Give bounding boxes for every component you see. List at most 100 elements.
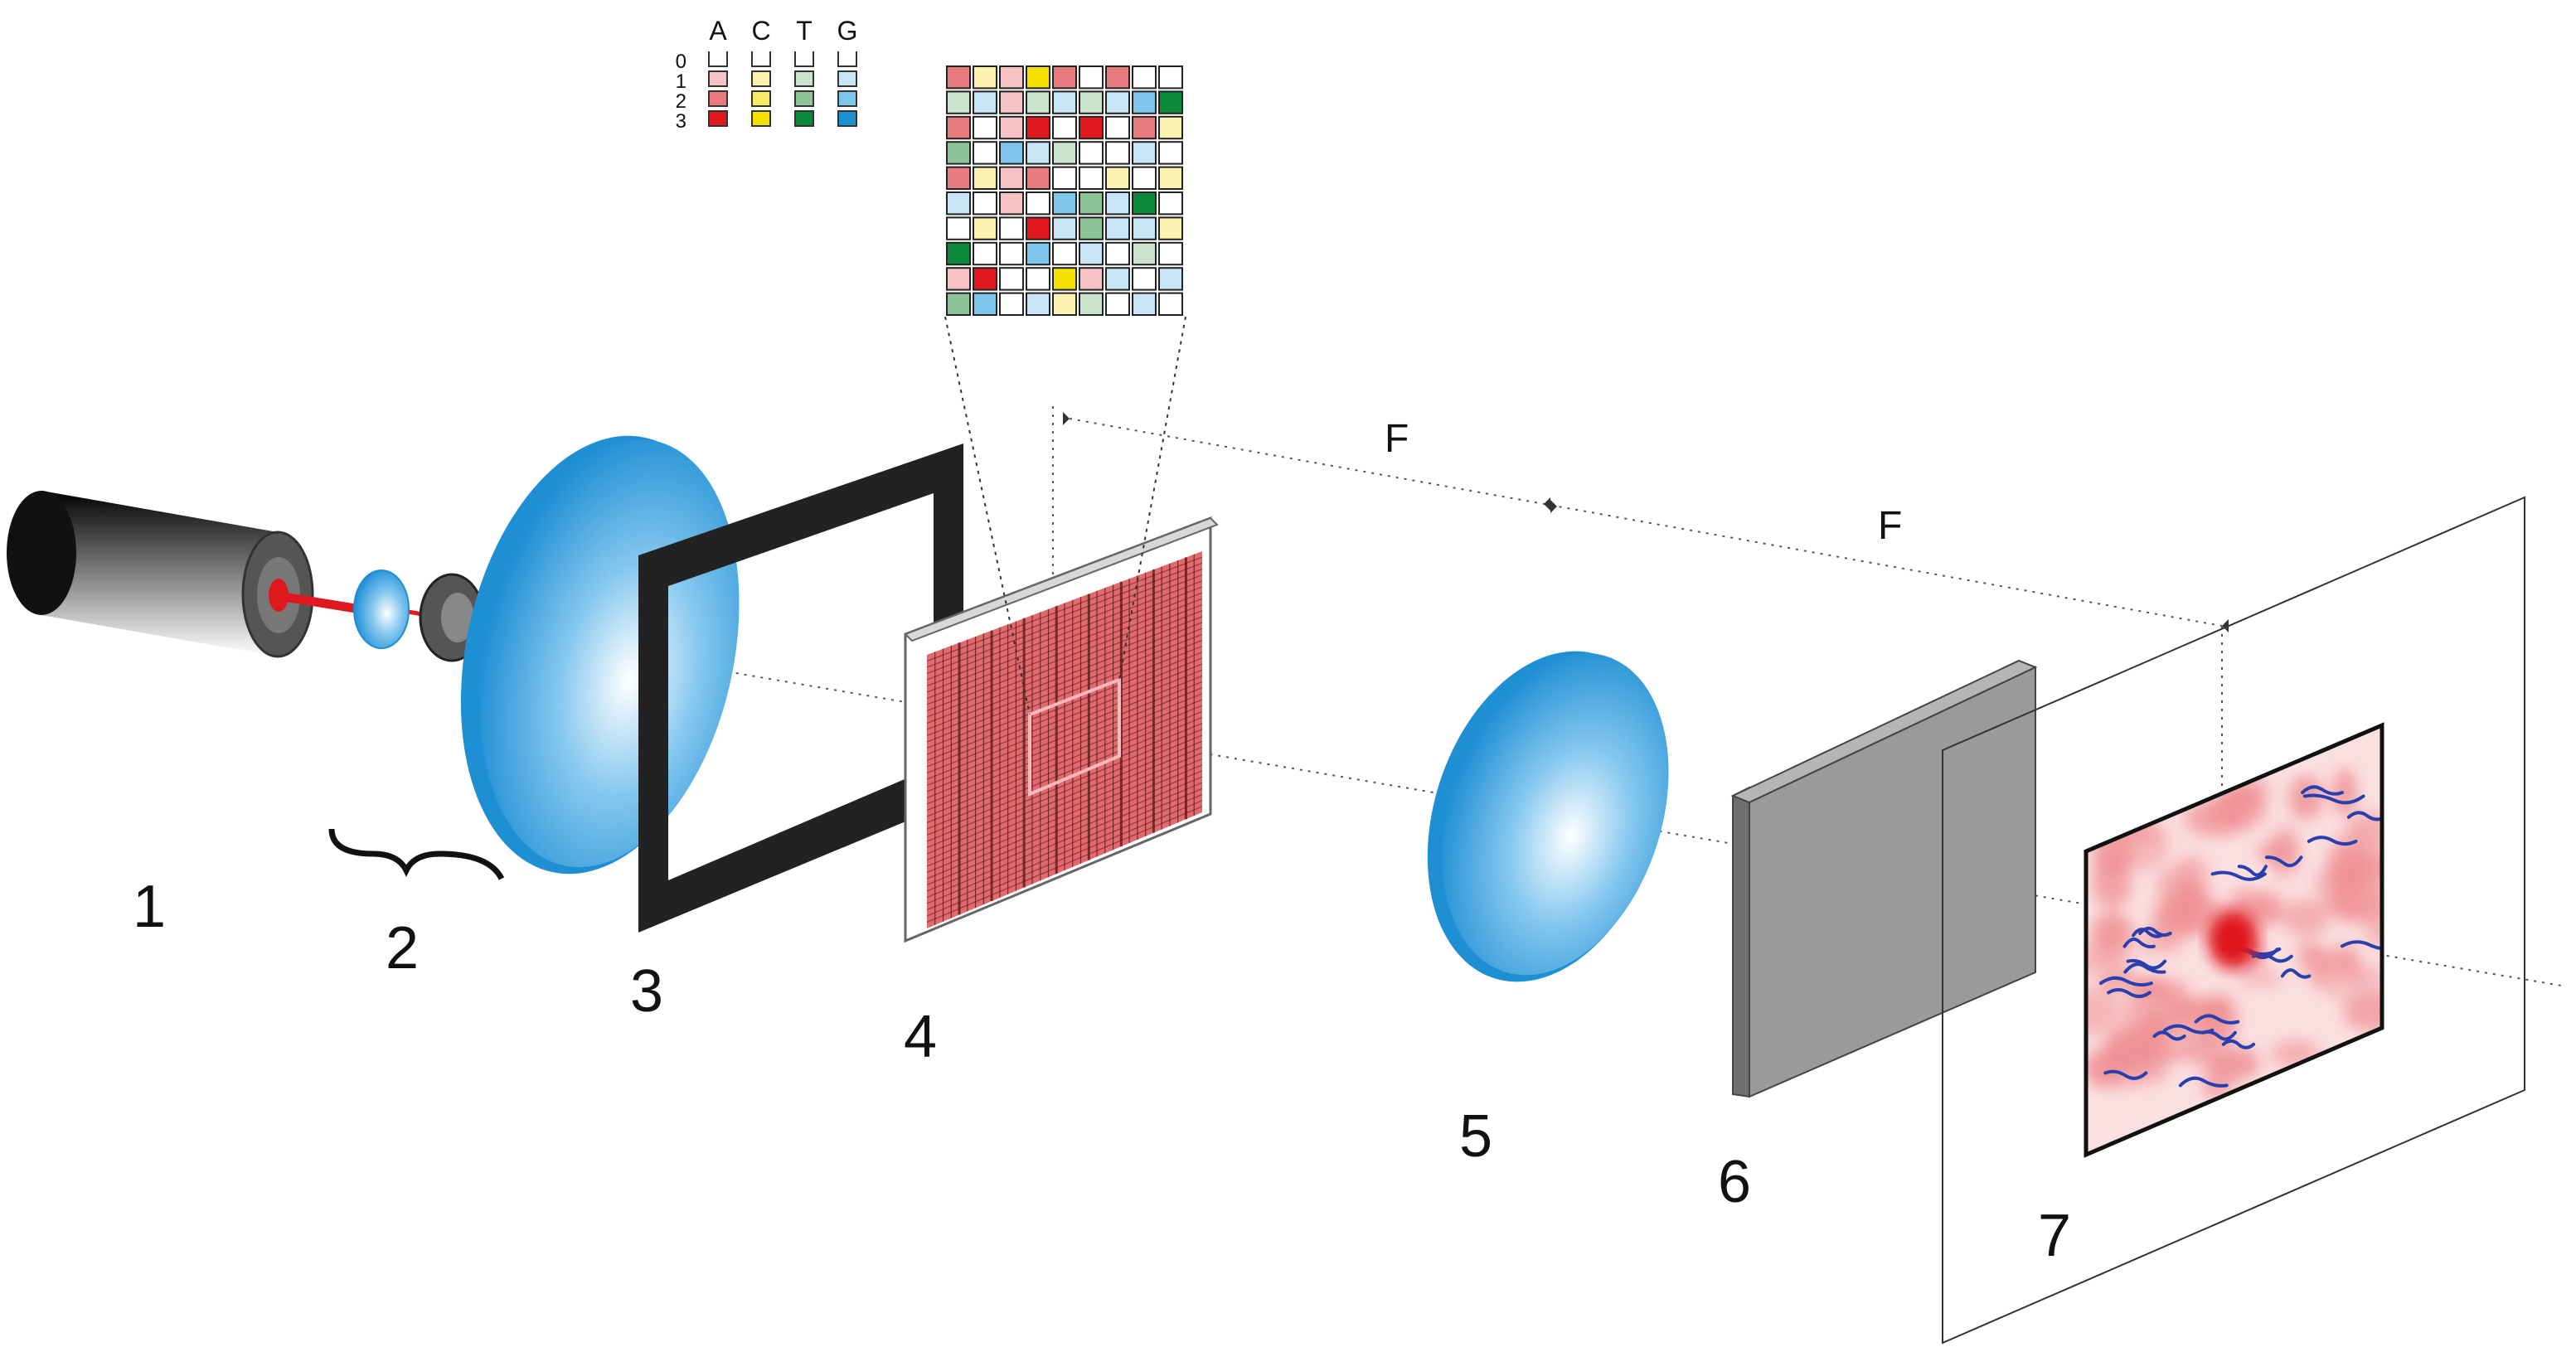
pixel-cell bbox=[1132, 292, 1157, 317]
pixel-cell bbox=[1052, 166, 1077, 191]
pixel-cell bbox=[1105, 65, 1130, 90]
pixel-cell bbox=[973, 241, 997, 266]
legend-swatch bbox=[751, 70, 771, 87]
focal-length-label-2: F bbox=[1878, 504, 1902, 548]
pixel-grid-inset bbox=[946, 65, 1183, 317]
pixel-cell bbox=[999, 115, 1024, 140]
pixel-cell bbox=[973, 191, 997, 216]
legend-swatch bbox=[837, 110, 857, 127]
pixel-cell bbox=[1026, 90, 1050, 114]
output-plane bbox=[1942, 496, 2525, 1345]
pixel-cell bbox=[1158, 292, 1183, 317]
pixel-cell bbox=[1079, 241, 1104, 266]
pixel-cell bbox=[1079, 141, 1104, 165]
output-pattern bbox=[2084, 722, 2384, 1158]
pixel-cell bbox=[1079, 216, 1104, 240]
legend-swatch bbox=[751, 110, 771, 127]
pixel-cell bbox=[946, 141, 971, 165]
pixel-cell bbox=[1132, 141, 1157, 165]
pixel-cell bbox=[1105, 292, 1130, 317]
pixel-cell bbox=[1158, 191, 1183, 216]
pixel-cell bbox=[1105, 90, 1130, 114]
pixel-cell bbox=[1052, 292, 1077, 317]
pixel-cell bbox=[1105, 241, 1130, 266]
label-beam-expander: 2 bbox=[386, 915, 419, 981]
legend-swatch bbox=[708, 70, 728, 87]
laser-source bbox=[7, 491, 314, 658]
pixel-cell bbox=[946, 115, 971, 140]
pixel-cell bbox=[999, 191, 1024, 216]
pixel-cell bbox=[946, 292, 971, 317]
pixel-cell bbox=[1158, 267, 1183, 291]
optical-axis bbox=[604, 406, 2567, 987]
pixel-cell bbox=[1026, 141, 1050, 165]
pixel-cell bbox=[1158, 241, 1183, 266]
pixel-cell bbox=[946, 267, 971, 291]
pixel-cell bbox=[1079, 166, 1104, 191]
pixel-cell bbox=[1158, 141, 1183, 165]
filter-block bbox=[1730, 659, 2038, 1098]
pixel-cell bbox=[946, 241, 971, 266]
legend-column-G: G bbox=[837, 16, 858, 46]
legend-swatch bbox=[751, 51, 771, 67]
pixel-cell bbox=[1132, 241, 1157, 266]
legend-swatch bbox=[837, 70, 857, 87]
pixel-cell bbox=[973, 115, 997, 140]
pixel-cell bbox=[1079, 90, 1104, 114]
pixel-cell bbox=[1132, 90, 1157, 114]
pixel-cell bbox=[946, 65, 971, 90]
pixel-cell bbox=[1158, 90, 1183, 114]
pixel-cell bbox=[1052, 141, 1077, 165]
pixel-cell bbox=[1026, 292, 1050, 317]
focal-length-label-1: F bbox=[1385, 417, 1409, 461]
beam-expander bbox=[353, 569, 485, 662]
pixel-cell bbox=[973, 267, 997, 291]
pixel-cell bbox=[1052, 267, 1077, 291]
pixel-cell bbox=[999, 90, 1024, 114]
legend-swatch bbox=[794, 90, 814, 107]
label-laser: 1 bbox=[133, 874, 166, 940]
pixel-cell bbox=[1026, 241, 1050, 266]
pixel-cell bbox=[973, 65, 997, 90]
pixel-cell bbox=[999, 141, 1024, 165]
pixel-cell bbox=[999, 241, 1024, 266]
pixel-cell bbox=[973, 292, 997, 317]
label-aperture: 3 bbox=[630, 958, 663, 1025]
pixel-cell bbox=[1079, 65, 1104, 90]
legend-swatch bbox=[794, 110, 814, 127]
pixel-cell bbox=[973, 90, 997, 114]
legend-swatch bbox=[751, 90, 771, 107]
pixel-cell bbox=[1079, 267, 1104, 291]
pixel-cell bbox=[1079, 292, 1104, 317]
pixel-cell bbox=[946, 216, 971, 240]
legend-swatch bbox=[837, 51, 857, 67]
pixel-cell bbox=[973, 216, 997, 240]
pixel-cell bbox=[946, 90, 971, 114]
pixel-cell bbox=[999, 267, 1024, 291]
legend-row-1: 1 bbox=[676, 70, 686, 93]
pixel-cell bbox=[1026, 65, 1050, 90]
pixel-cell bbox=[999, 216, 1024, 240]
pixel-cell bbox=[1052, 191, 1077, 216]
label-fourier-lens: 5 bbox=[1459, 1103, 1492, 1170]
pixel-cell bbox=[999, 166, 1024, 191]
legend-column-T: T bbox=[796, 16, 813, 46]
pixel-cell bbox=[1105, 141, 1130, 165]
pixel-cell bbox=[973, 141, 997, 165]
legend-column-C: C bbox=[751, 16, 770, 46]
pixel-cell bbox=[1158, 115, 1183, 140]
pixel-cell bbox=[1158, 216, 1183, 240]
expander-brace bbox=[328, 828, 505, 880]
pixel-cell bbox=[999, 292, 1024, 317]
legend-row-0: 0 bbox=[676, 51, 686, 73]
pixel-cell bbox=[946, 166, 971, 191]
legend-swatch bbox=[837, 90, 857, 107]
spatial-light-modulator bbox=[904, 516, 1219, 943]
pixel-cell bbox=[1079, 191, 1104, 216]
pixel-cell bbox=[1052, 90, 1077, 114]
legend-row-3: 3 bbox=[676, 110, 686, 133]
pixel-cell bbox=[1105, 191, 1130, 216]
pixel-cell bbox=[1026, 216, 1050, 240]
